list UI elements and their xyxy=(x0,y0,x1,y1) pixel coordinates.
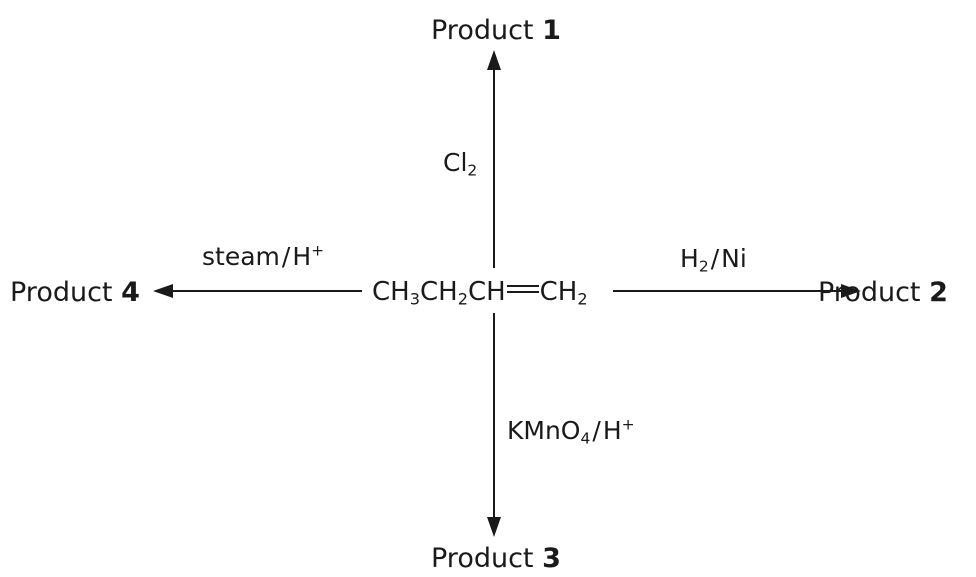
arrow-right-head xyxy=(841,284,861,298)
product-1-number: 1 xyxy=(542,15,561,46)
condition-down-reagent: KMnO xyxy=(507,416,581,445)
reactant-part: CH xyxy=(539,277,578,307)
condition-right: H2/Ni xyxy=(680,244,747,274)
product-2-label: Product 2 xyxy=(818,279,948,306)
condition-left-reagent: steam xyxy=(202,242,280,271)
product-1-label: Product 1 xyxy=(431,17,561,44)
reactant-part: CH xyxy=(467,277,506,307)
product-4-number: 4 xyxy=(121,277,140,308)
condition-down-subscript: 4 xyxy=(580,429,591,448)
arrow-down-head xyxy=(487,517,501,537)
condition-up-element: Cl xyxy=(443,148,468,177)
condition-left: steam/H+ xyxy=(202,241,325,271)
reactant-part: CH xyxy=(372,277,410,307)
condition-right-reagent: H xyxy=(680,244,699,273)
condition-down-superscript: + xyxy=(621,415,635,434)
condition-down-slash: / xyxy=(592,416,601,445)
product-3-word: Product xyxy=(431,543,534,574)
product-2-number: 2 xyxy=(929,277,948,308)
product-3-number: 3 xyxy=(542,543,561,574)
condition-up: Cl2 xyxy=(443,148,477,178)
arrow-up-head xyxy=(487,50,501,70)
condition-right-catalyst: Ni xyxy=(721,244,747,273)
reactant-subscript: 2 xyxy=(457,289,468,309)
condition-down-acid: H xyxy=(602,416,622,445)
product-4-word: Product xyxy=(10,277,113,308)
condition-right-slash: / xyxy=(710,244,720,273)
double-bond xyxy=(506,284,539,294)
product-3-label: Product 3 xyxy=(431,545,561,572)
condition-right-subscript: 2 xyxy=(698,257,709,276)
reactant-subscript: 3 xyxy=(409,289,420,309)
condition-left-superscript: + xyxy=(311,241,325,260)
product-2-word: Product xyxy=(818,277,921,308)
reactant-part: CH xyxy=(419,277,458,307)
product-1-word: Product xyxy=(431,15,534,46)
condition-left-acid: H xyxy=(292,242,312,271)
arrow-left-head xyxy=(153,284,173,298)
product-4-label: Product 4 xyxy=(10,279,140,306)
condition-down: KMnO4/H+ xyxy=(507,415,635,446)
reactant-subscript: 2 xyxy=(577,289,588,309)
condition-left-slash: / xyxy=(281,242,291,271)
condition-up-subscript: 2 xyxy=(467,161,478,180)
